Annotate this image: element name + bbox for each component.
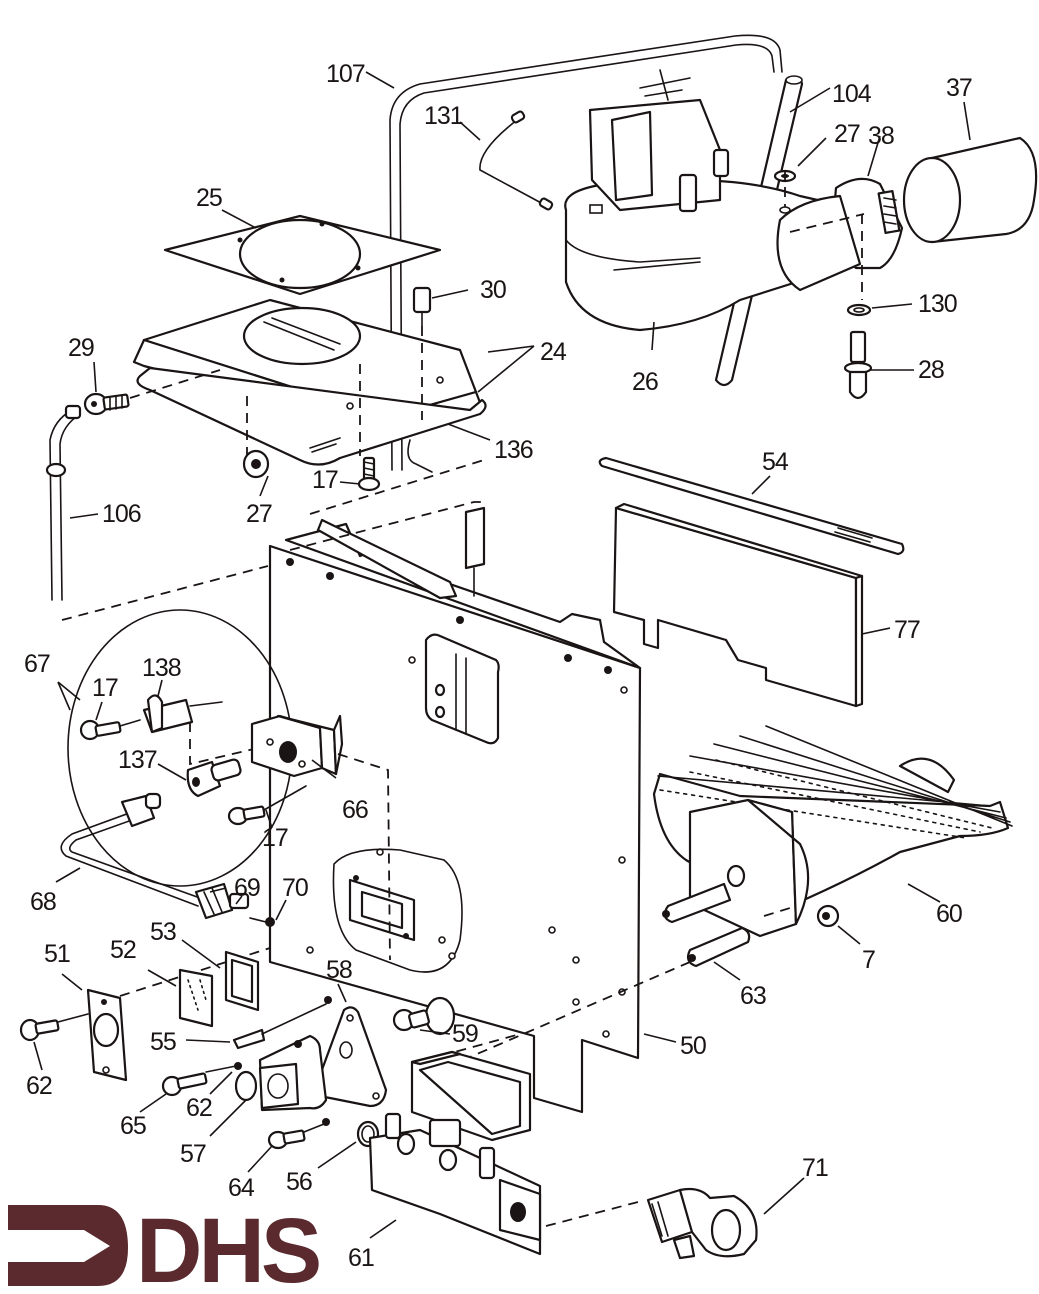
part-25-gasket [163,214,442,296]
part-55-screw [232,996,332,1050]
callout-136: 136 [494,436,533,464]
part-77-shield [612,502,864,708]
part-67-pilot-assembly [67,609,307,887]
part-24-hood [132,298,487,468]
part-7-nut [816,904,840,928]
callout-29: 29 [68,334,94,362]
callout-7: 7 [862,946,875,974]
part-29-nut [83,369,221,416]
callout-130: 130 [918,290,957,318]
callout-38: 38 [868,122,894,150]
part-106-pipe [45,404,269,621]
part-70-washer [249,917,275,927]
callout-30: 30 [480,276,506,304]
callout-55: 55 [150,1028,176,1056]
part-60-burner-assembly [652,725,1013,938]
part-52-glass [178,968,214,1028]
part-59-plug [392,1008,521,1057]
callout-28: 28 [918,356,944,384]
part-62-screw-left [19,1013,89,1042]
callout-131: 131 [424,102,463,130]
part-131-wire [479,110,554,211]
callout-137: 137 [118,746,157,774]
callout-62-center: 62 [186,1094,212,1122]
part-64-screw [267,1118,330,1150]
part-28-electrode [843,330,873,400]
part-130-washer [846,303,872,317]
callout-69: 69 [234,874,260,902]
part-53-gasket [224,950,260,1012]
callout-106: 106 [102,500,141,528]
callout-67: 67 [24,650,50,678]
part-54-rod [598,456,905,556]
callout-66: 66 [342,796,368,824]
callout-58: 58 [326,956,352,984]
callout-26: 26 [632,368,658,396]
part-71-elbow-fitting [646,1187,758,1260]
callout-60: 60 [936,900,962,928]
callout-71: 71 [802,1154,828,1182]
part-61-gas-valve [368,1050,639,1256]
callout-52: 52 [110,936,136,964]
part-66-pilot-bracket [250,714,391,961]
callout-53: 53 [150,918,176,946]
callout-labels: 107 131 104 37 27 38 25 30 130 29 24 26 … [24,60,973,1272]
part-136-tube [407,439,433,473]
part-17-screw-top [357,456,381,492]
callout-50: 50 [680,1032,706,1060]
callout-104: 104 [832,80,872,108]
part-65-screw [161,1065,237,1097]
callout-64: 64 [228,1174,255,1202]
part-50-combustion-panel [268,459,642,1114]
part-37-sleeve [902,136,1038,244]
part-51-plate [86,947,271,1082]
part-57-sight-glass [234,1034,328,1112]
part-68-pilot-tube [60,792,250,920]
callout-138: 138 [142,654,181,682]
callout-37: 37 [946,74,972,102]
callout-17-pilot: 17 [92,674,118,702]
callout-77: 77 [894,616,920,644]
callout-63: 63 [740,982,766,1010]
leader-lines [33,71,971,1239]
part-27-washer-top [773,169,797,214]
part-63-spacer [439,926,751,1071]
callout-27-top: 27 [834,120,860,148]
callout-70: 70 [282,874,308,902]
callout-27-bottom: 27 [246,500,272,528]
callout-51: 51 [44,940,70,968]
arrow-right-bracket-icon [8,1205,128,1286]
callout-57: 57 [180,1140,206,1168]
callout-17-lower: 17 [262,824,288,852]
part-38-hose-clamp [776,177,904,300]
callout-65: 65 [120,1112,146,1140]
logo-text: DHS [136,1200,319,1294]
part-30-fitting [412,286,432,420]
callout-24: 24 [540,338,567,366]
callout-61: 61 [348,1244,374,1272]
callout-68: 68 [30,888,56,916]
part-58-bracket [314,1006,388,1108]
callout-17-top: 17 [312,466,338,494]
callout-107: 107 [326,60,365,88]
callout-54: 54 [762,448,789,476]
callout-59: 59 [452,1020,478,1048]
part-107-flue-tube [389,34,783,471]
callout-56: 56 [286,1168,312,1196]
dhs-logo: DHS [8,1200,323,1294]
part-27-nut [242,449,270,479]
callout-25: 25 [196,184,222,212]
part-62-screw-center [234,1062,242,1070]
callout-62-left: 62 [26,1072,52,1100]
